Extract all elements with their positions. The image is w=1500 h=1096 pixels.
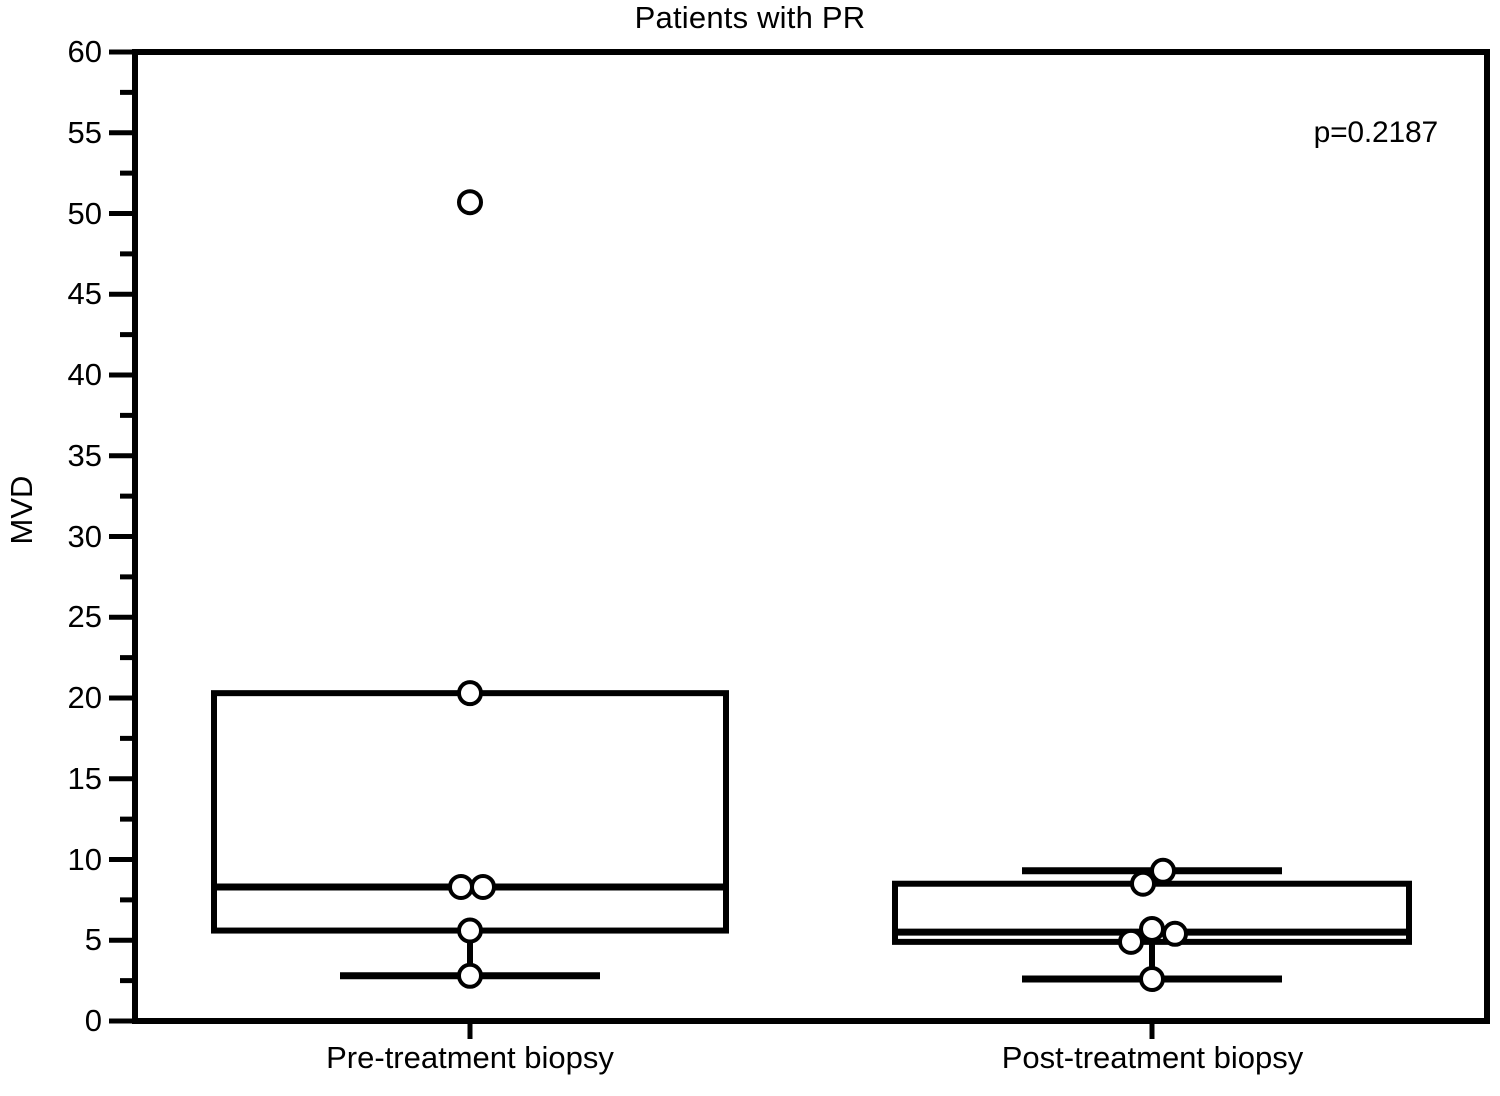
data-point-marker	[470, 873, 496, 900]
boxplot-group-pre	[211, 189, 729, 989]
y-axis-tick-label: 45	[67, 276, 102, 312]
y-axis-tick-labels: 0 5 10 15 20 25 30 35 40 45 50 55 60	[40, 0, 102, 1096]
data-point-marker	[1130, 870, 1156, 897]
data-point-marker	[448, 873, 474, 900]
data-point-marker	[457, 189, 483, 216]
y-axis-tick-label: 30	[67, 518, 102, 554]
data-point-marker	[457, 917, 483, 944]
data-point-marker	[1118, 928, 1144, 955]
data-point-marker	[1150, 857, 1176, 884]
data-point-marker	[457, 680, 483, 707]
y-axis-tick-label: 50	[67, 195, 102, 231]
page-title: Patients with PR	[634, 0, 866, 35]
x-axis-tick-label-pre: Pre-treatment biopsy	[326, 1040, 614, 1075]
data-point-marker	[1139, 915, 1165, 942]
y-axis-tick-label: 20	[67, 680, 102, 715]
y-axis-tick-label: 55	[67, 114, 102, 150]
y-axis-tick-label: 10	[67, 841, 102, 877]
y-axis-tick-label: 25	[67, 599, 102, 635]
y-axis-tick-label: 35	[67, 437, 102, 473]
data-point-marker	[457, 962, 483, 989]
y-axis-tick-label: 5	[84, 922, 102, 958]
y-axis-tick-label: 60	[67, 34, 102, 69]
data-point-marker	[1162, 920, 1188, 947]
x-axis-tick-label-post: Post-treatment biopsy	[1001, 1040, 1304, 1075]
data-point-marker	[1139, 966, 1165, 993]
y-axis-tick-label: 15	[67, 760, 102, 796]
y-axis-tick-label: 0	[84, 1003, 102, 1038]
y-axis-tick-label: 40	[67, 357, 102, 392]
boxplot-group-post	[892, 857, 1412, 993]
p-value-annotation: p=0.2187	[1313, 116, 1439, 149]
